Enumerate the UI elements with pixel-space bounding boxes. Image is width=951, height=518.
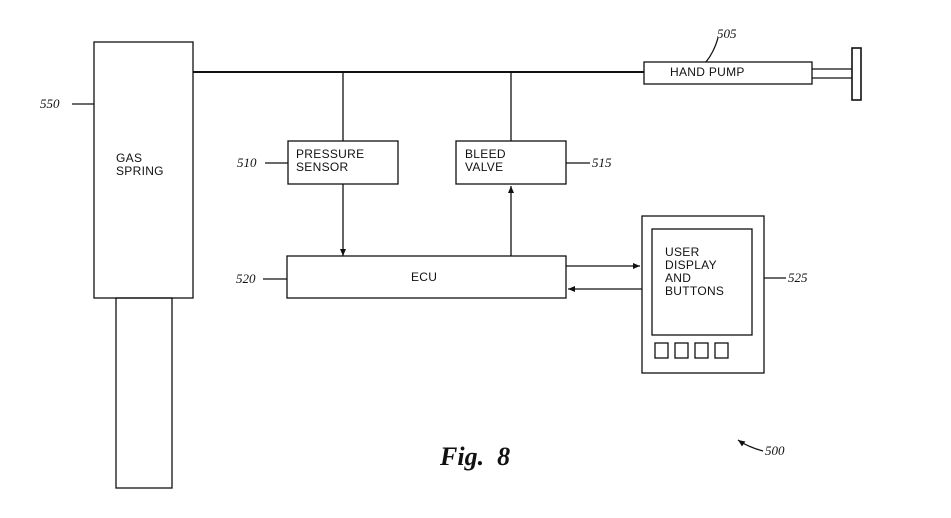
leader-505 [705, 37, 719, 63]
ref-510: 510 [237, 155, 257, 170]
ecu-box [286, 255, 567, 299]
hand-pump-body [643, 61, 813, 85]
bleed-valve-label: BLEED VALVE [465, 147, 506, 174]
gas-spring-rod [115, 297, 173, 489]
gas-spring-label: GAS SPRING [116, 151, 164, 178]
button-3 [694, 342, 709, 359]
ref-515: 515 [592, 155, 612, 170]
hand-pump-handle [851, 47, 862, 101]
button-4 [714, 342, 729, 359]
button-1 [654, 342, 669, 359]
ecu-label: ECU [411, 270, 438, 284]
ref-525: 525 [788, 270, 808, 285]
ref-520: 520 [236, 271, 256, 286]
figure-caption: Fig. 8 [440, 442, 511, 471]
user-display-label: USER DISPLAY AND BUTTONS [665, 245, 725, 298]
leader-500 [737, 439, 764, 452]
ref-550: 550 [40, 96, 60, 111]
button-2 [674, 342, 689, 359]
user-interface-box [641, 215, 765, 374]
ref-505: 505 [717, 26, 737, 41]
pressure-sensor-label: PRESSURE SENSOR [296, 147, 365, 174]
ref-500: 500 [765, 443, 785, 458]
display-screen [651, 228, 753, 336]
hand-pump-label: HAND PUMP [670, 65, 745, 79]
